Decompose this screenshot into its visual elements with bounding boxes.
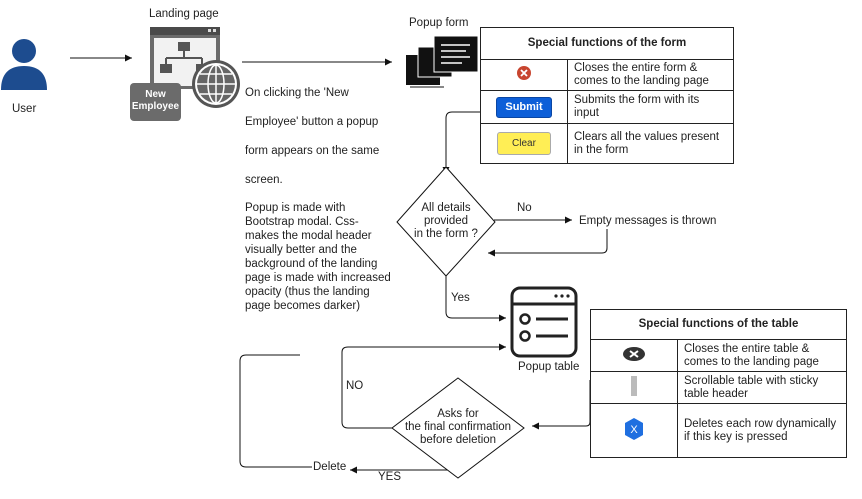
popup-table-title: Popup table	[518, 361, 580, 373]
x-key-glyph: X	[630, 424, 638, 436]
note-line: screen.	[245, 174, 283, 186]
form-table-header: Special functions of the form	[480, 27, 734, 60]
decision-1-yes-label: Yes	[451, 292, 470, 304]
decision-1-text: All details provided in the form ?	[414, 202, 478, 240]
decision-diamond-1	[396, 166, 496, 277]
clear-button[interactable]: Clear	[497, 132, 551, 155]
decision-2-no-label: NO	[346, 380, 364, 392]
empty-messages-label: Empty messages is thrown	[579, 215, 717, 227]
decision-2-text: Asks for the final confirmation before d…	[404, 408, 512, 446]
decision-1-no-label: No	[517, 202, 532, 214]
arrow-yes-to-table	[445, 276, 506, 322]
popup-table-icon	[510, 286, 578, 358]
close-oval-icon[interactable]	[621, 346, 647, 362]
arrow-tabletable-to-decision2	[532, 380, 591, 430]
arrow-delete-back	[239, 354, 312, 468]
decision-diamond-2	[391, 377, 525, 479]
form-row-text: Clears all the values present in the for…	[567, 123, 734, 164]
popup-form-icon	[406, 35, 479, 88]
form-row-icon-cell: Clear	[480, 123, 568, 164]
note-click-text: On clicking the 'New Employee' button a …	[245, 86, 395, 187]
table-row-icon-cell	[590, 371, 678, 404]
popup-form-title: Popup form	[409, 17, 469, 29]
table-row-icon-cell	[590, 339, 678, 372]
user-icon	[1, 39, 47, 90]
arrow-empty-back	[488, 229, 608, 257]
landing-page-title: Landing page	[149, 8, 219, 20]
table-row-text: Closes the entire table & comes to the l…	[677, 339, 847, 372]
note-line: Employee' button a popup	[245, 116, 379, 128]
form-row-text: Submits the form with its input	[567, 90, 734, 124]
table-row-text: Scrollable table with sticky table heade…	[677, 371, 847, 404]
table-row-text: Deletes each row dynamically if this key…	[677, 403, 847, 458]
note-bootstrap-text: Popup is made with Bootstrap modal. Css-…	[245, 202, 391, 312]
note-line: On clicking the 'New	[245, 87, 349, 99]
form-functions-table: Special functions of the form Closes the…	[480, 27, 734, 164]
note-line: form appears on the same	[245, 145, 380, 157]
form-row-icon-cell: Submit	[480, 90, 568, 124]
arrow-yes-to-delete	[350, 466, 459, 474]
table-table-header: Special functions of the table	[590, 309, 847, 340]
submit-button[interactable]: Submit	[496, 96, 552, 118]
form-row-icon-cell	[480, 59, 568, 91]
scrollbar-icon[interactable]	[629, 375, 639, 397]
form-row-text: Closes the entire form & comes to the la…	[567, 59, 734, 91]
delete-label: Delete	[313, 461, 347, 473]
arrow-no-loop	[341, 343, 506, 429]
decision-2-yes-label: YES	[378, 471, 402, 483]
x-hexagon-icon[interactable]: X	[624, 417, 644, 441]
close-circle-icon[interactable]	[516, 65, 532, 81]
user-label: User	[12, 103, 37, 115]
landing-page-icon	[150, 27, 240, 108]
table-row-icon-cell: X	[590, 403, 678, 458]
arrow-form-to-decision	[442, 111, 480, 174]
table-functions-table: Special functions of the table Closes th…	[590, 309, 847, 458]
new-employee-button[interactable]: New Employee	[130, 83, 181, 121]
